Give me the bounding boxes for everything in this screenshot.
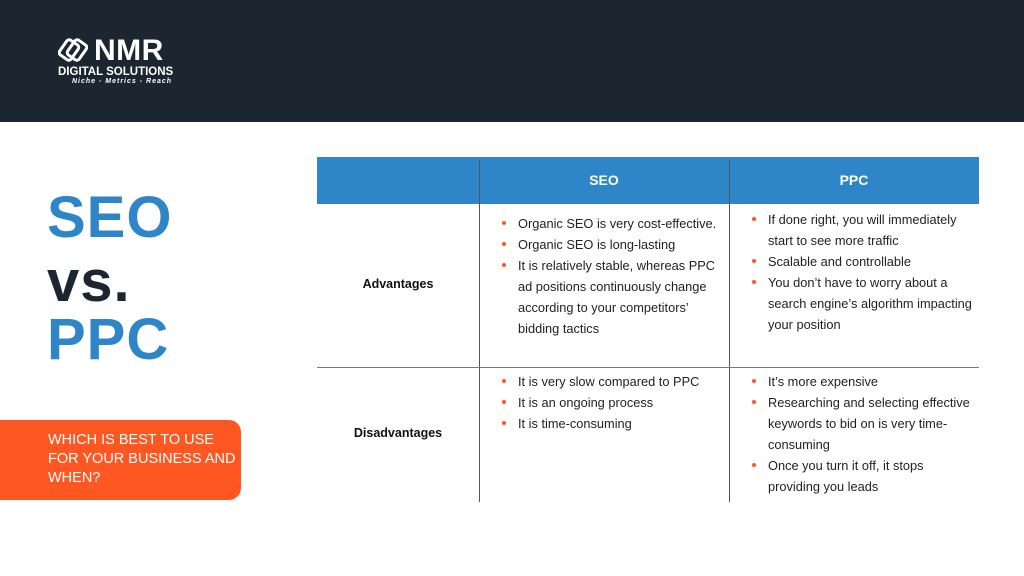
column-divider — [729, 160, 730, 502]
list-item: It is time-consuming — [498, 413, 726, 434]
title-ppc: PPC — [47, 307, 170, 372]
column-divider — [479, 160, 480, 502]
ppc-advantages-list: If done right, you will immediately star… — [748, 209, 980, 335]
brand-subtitle: DIGITAL SOLUTIONS — [58, 66, 174, 78]
seo-advantages-list: Organic SEO is very cost-effective. Orga… — [498, 213, 726, 339]
list-item: Organic SEO is long-lasting — [498, 234, 726, 255]
list-item: It is relatively stable, whereas PPC ad … — [498, 255, 726, 339]
brand-tagline: Niche - Metrics - Reach — [72, 78, 173, 85]
list-item: Organic SEO is very cost-effective. — [498, 213, 726, 234]
row-label-advantages: Advantages — [362, 277, 434, 291]
list-item: You don’t have to worry about a search e… — [748, 272, 980, 335]
column-header-ppc: PPC — [839, 172, 869, 188]
list-item: Researching and selecting effective keyw… — [748, 392, 973, 455]
brand-name: NMR — [94, 34, 164, 67]
table-header: SEO PPC — [317, 157, 979, 204]
row-label-disadvantages: Disadvantages — [353, 426, 443, 440]
title-vs: vs. — [47, 249, 131, 314]
ppc-disadvantages-list: It’s more expensive Researching and sele… — [748, 371, 973, 497]
list-item: It is an ongoing process — [498, 392, 726, 413]
list-item: Scalable and controllable — [748, 251, 980, 272]
list-item: It is very slow compared to PPC — [498, 371, 726, 392]
seo-disadvantages-list: It is very slow compared to PPC It is an… — [498, 371, 726, 434]
title-seo: SEO — [47, 185, 173, 250]
list-item: Once you turn it off, it stops providing… — [748, 455, 973, 497]
list-item: If done right, you will immediately star… — [748, 209, 980, 251]
list-item: It’s more expensive — [748, 371, 973, 392]
logo-mark-icon — [58, 38, 88, 62]
header-bar: NMR DIGITAL SOLUTIONS Niche - Metrics - … — [0, 0, 1024, 122]
cta-banner: WHICH IS BEST TO USE FOR YOUR BUSINESS A… — [0, 420, 241, 500]
column-header-seo: SEO — [589, 172, 619, 188]
row-divider — [317, 367, 979, 368]
